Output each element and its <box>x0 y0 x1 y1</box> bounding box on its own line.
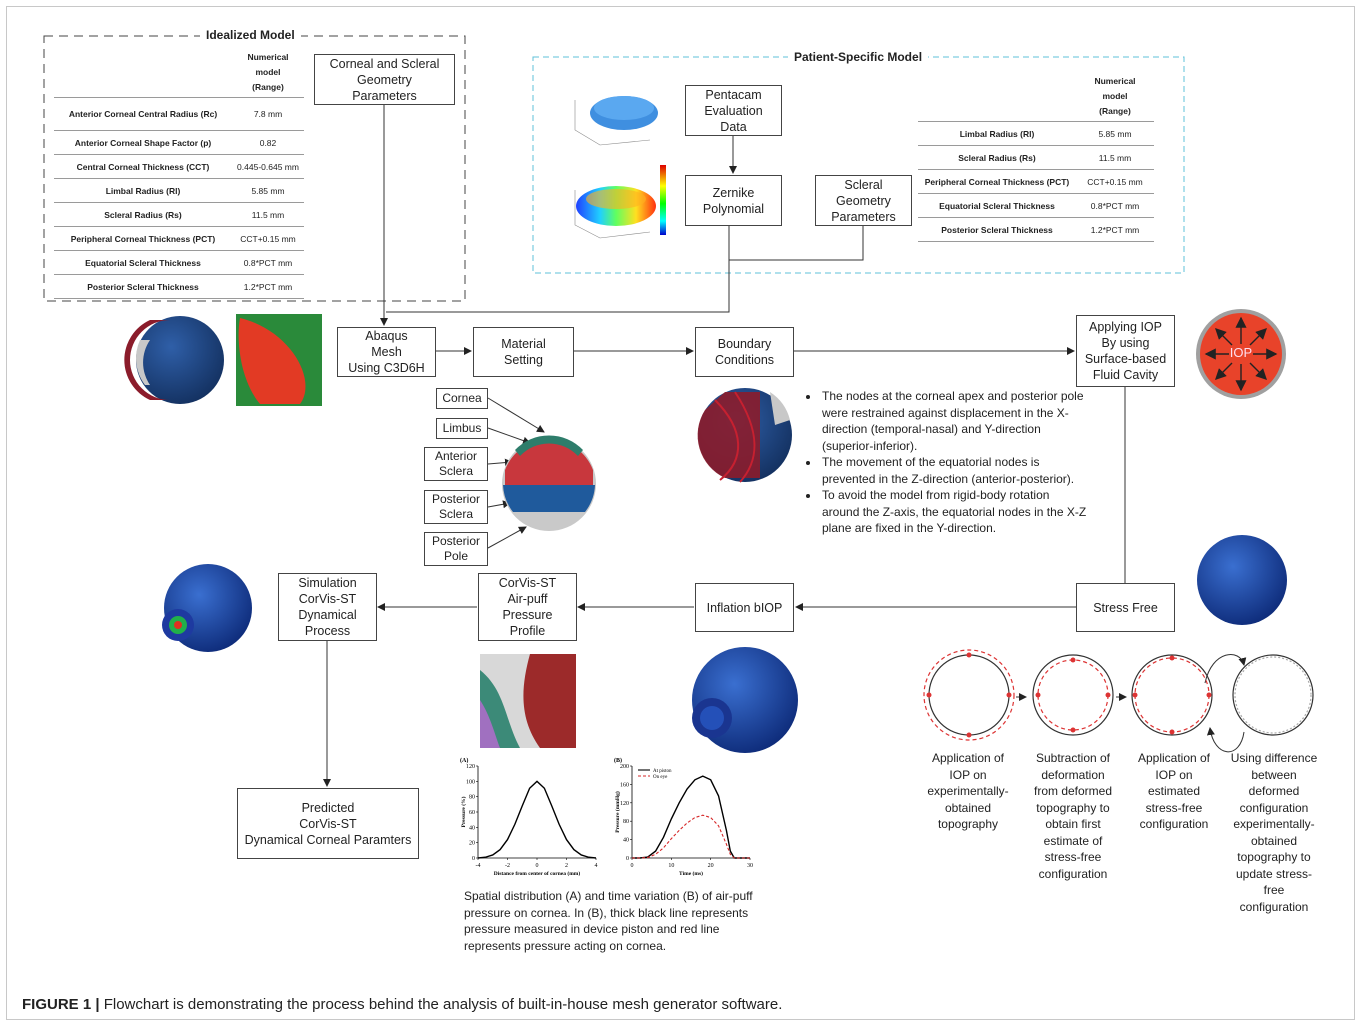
table-row: Anterior Corneal Central Radius (Rc)7.8 … <box>54 97 304 131</box>
surface-plot-top <box>574 96 658 146</box>
chart-panel-label: (A) <box>460 757 468 764</box>
y-tick-label: 160 <box>620 782 629 788</box>
table-row: Limbal Radius (Rl)5.85 mm <box>54 178 304 203</box>
series-line <box>632 775 750 859</box>
y-tick-label: 120 <box>620 801 629 807</box>
scleral-geometry-box: Scleral Geometry Parameters <box>815 175 912 226</box>
cornea-label: Cornea <box>436 388 488 409</box>
geometry-parameters-box: Corneal and Scleral Geometry Parameters <box>314 54 455 105</box>
y-tick-label: 0 <box>626 856 629 862</box>
x-axis-label: Distance from center of cornea (mm) <box>494 870 581 877</box>
predicted-box: Predicted CorVis-ST Dynamical Corneal Pa… <box>237 788 419 859</box>
y-tick-label: 100 <box>466 779 475 785</box>
stress-free-iteration-diagrams <box>923 649 1314 741</box>
table-row: Central Corneal Thickness (CCT)0.445-0.6… <box>54 154 304 179</box>
pentacam-box: Pentacam Evaluation Data <box>685 85 782 136</box>
stress-free-sphere <box>1197 535 1287 625</box>
abaqus-mesh-box: Abaqus Mesh Using C3D6H <box>337 327 436 377</box>
x-tick-label: -2 <box>505 863 510 869</box>
y-tick-label: 40 <box>469 825 475 831</box>
iop-eye-model <box>1196 309 1286 399</box>
figure-caption-text: Flowchart is demonstrating the process b… <box>99 996 783 1013</box>
idealized-table: Numerical model (Range) Anterior Corneal… <box>54 48 304 299</box>
y-tick-label: 120 <box>466 764 475 770</box>
y-tick-label: 200 <box>620 764 629 770</box>
x-axis-label: Time (ms) <box>679 870 703 877</box>
applying-iop-box: Applying IOP By using Surface-based Flui… <box>1076 315 1175 387</box>
airpuff-mesh-closeup <box>480 654 576 748</box>
step-text-2: Subtraction of deformation from deformed… <box>1033 751 1113 881</box>
x-tick-label: 0 <box>536 863 539 869</box>
x-tick-label: 0 <box>631 863 634 869</box>
limbus-label: Limbus <box>436 418 488 439</box>
table-row: Anterior Corneal Shape Factor (p)0.82 <box>54 130 304 155</box>
figure-frame <box>6 6 1355 1020</box>
y-tick-label: 80 <box>623 819 629 825</box>
list-item: The nodes at the corneal apex and poster… <box>820 388 1088 454</box>
step-text-1: Application of IOP on experimentally- ob… <box>927 751 1009 831</box>
table-row: Limbal Radius (Rl)5.85 mm <box>918 121 1154 146</box>
stress-free-box: Stress Free <box>1076 583 1175 632</box>
x-tick-label: 4 <box>595 863 598 869</box>
material-setting-box: Material Setting <box>473 327 574 377</box>
iop-label: IOP <box>1229 345 1253 360</box>
zernike-box: Zernike Polynomial <box>685 175 782 226</box>
x-tick-label: 30 <box>747 863 753 869</box>
deformed-eye-model <box>692 647 798 753</box>
patient-header: Numerical model (Range) <box>1076 72 1154 122</box>
y-tick-label: 40 <box>623 838 629 844</box>
posterior-pole-label: Posterior Pole <box>424 532 488 566</box>
legend-label: On eye <box>653 775 668 780</box>
figure-caption-label: FIGURE 1 | <box>22 996 100 1013</box>
table-row: Scleral Radius (Rs)11.5 mm <box>54 202 304 227</box>
step-text-4: Using difference between deformed config… <box>1230 751 1318 914</box>
mesh-eye-model <box>124 316 224 404</box>
patient-table: Numerical model (Range) Limbal Radius (R… <box>918 72 1154 242</box>
list-item: To avoid the model from rigid-body rotat… <box>820 487 1088 537</box>
idealized-title: Idealized Model <box>200 28 301 42</box>
simulation-eye-model <box>162 564 252 652</box>
figure-caption: FIGURE 1 | Flowchart is demonstrating th… <box>22 996 782 1013</box>
y-tick-label: 80 <box>469 795 475 801</box>
y-tick-label: 20 <box>469 841 475 847</box>
y-tick-label: 0 <box>472 856 475 862</box>
airpuff-box: CorVis-ST Air-puff Pressure Profile <box>478 573 577 641</box>
anterior-sclera-label: Anterior Sclera <box>424 447 488 481</box>
chart-caption: Spatial distribution (A) and time variat… <box>464 889 753 953</box>
x-tick-label: -4 <box>476 863 481 869</box>
y-axis-label: Pressure (mmHg) <box>614 791 621 833</box>
y-axis-label: Pressure (%) <box>460 796 467 827</box>
x-tick-label: 10 <box>668 863 674 869</box>
x-tick-label: 2 <box>565 863 568 869</box>
boundary-condition-notes: The nodes at the corneal apex and poster… <box>800 388 1088 537</box>
table-row: Peripheral Corneal Thickness (PCT)CCT+0.… <box>918 169 1154 194</box>
list-item: The movement of the equatorial nodes is … <box>820 454 1088 487</box>
posterior-sclera-label: Posterior Sclera <box>424 490 488 524</box>
table-row: Scleral Radius (Rs)11.5 mm <box>918 145 1154 170</box>
y-tick-label: 60 <box>469 810 475 816</box>
legend-label: At piston <box>653 769 672 774</box>
boundary-conditions-box: Boundary Conditions <box>695 327 794 377</box>
chart-panel-label: (B) <box>614 757 622 764</box>
idealized-header: Numerical model (Range) <box>232 48 304 98</box>
series-line <box>632 814 750 859</box>
series-line <box>477 780 597 859</box>
patient-title: Patient-Specific Model <box>788 50 929 64</box>
table-row: Peripheral Corneal Thickness (PCT)CCT+0.… <box>54 226 304 251</box>
step-text-3: Application of IOP on estimated stress-f… <box>1137 751 1211 831</box>
surface-plot-zernike <box>574 165 666 239</box>
x-tick-label: 20 <box>708 863 714 869</box>
region-eye-model <box>502 435 596 531</box>
inflation-box: Inflation bIOP <box>695 583 794 632</box>
boundary-eye-model <box>697 388 792 483</box>
simulation-box: Simulation CorVis-ST Dynamical Process <box>278 573 377 641</box>
